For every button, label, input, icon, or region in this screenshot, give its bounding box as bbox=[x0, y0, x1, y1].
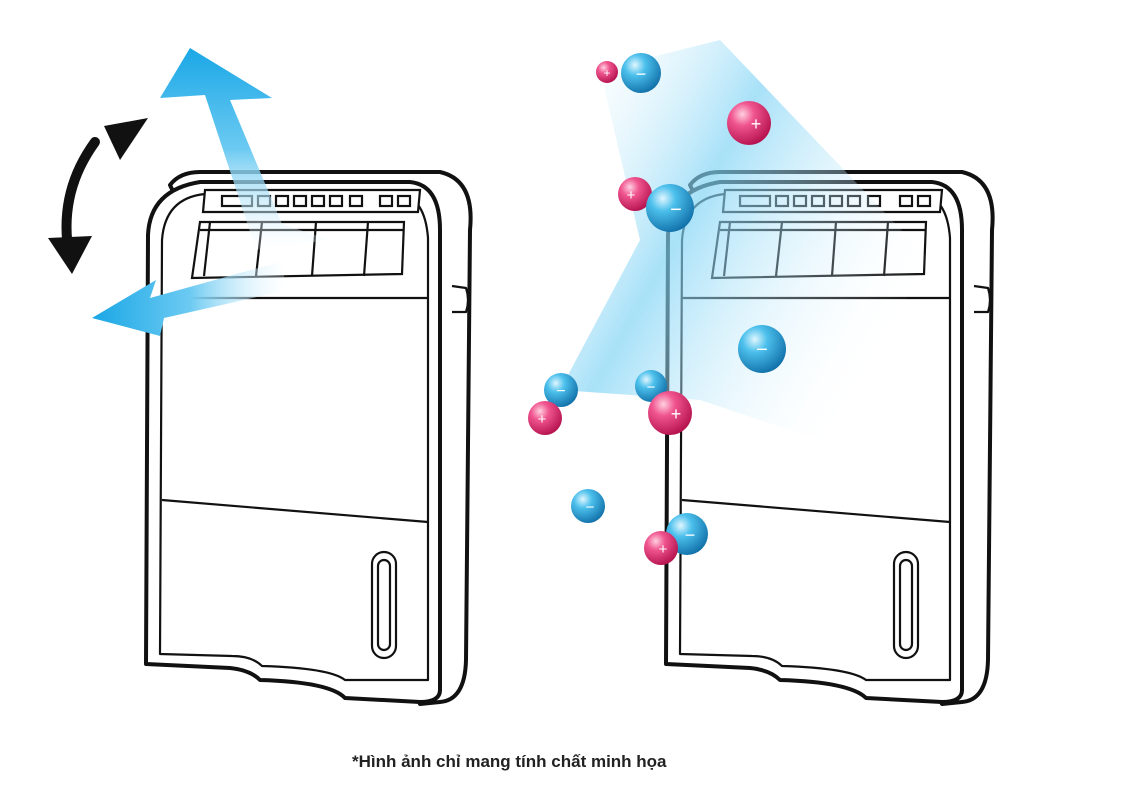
svg-text:+: + bbox=[671, 404, 682, 424]
positive-ion: + bbox=[596, 61, 618, 83]
svg-text:+: + bbox=[659, 541, 668, 558]
ion-airflow-beam bbox=[560, 40, 930, 440]
svg-text:+: + bbox=[603, 66, 610, 80]
negative-ion: − bbox=[571, 489, 605, 523]
negative-ion: − bbox=[544, 373, 578, 407]
illustration-disclaimer: *Hình ảnh chỉ mang tính chất minh họa bbox=[352, 752, 667, 771]
positive-ion: + bbox=[727, 101, 771, 145]
swing-arrow-icon bbox=[48, 118, 148, 274]
left-air-purifier bbox=[144, 170, 473, 706]
ions: − + + + − − − + − + − − + bbox=[528, 53, 786, 565]
positive-ion: + bbox=[618, 177, 652, 211]
airflow-up-arrow bbox=[160, 48, 330, 250]
positive-ion: + bbox=[648, 391, 692, 435]
negative-ion: − bbox=[646, 184, 694, 232]
positive-ion: + bbox=[528, 401, 562, 435]
airflow-side-arrow bbox=[92, 262, 288, 336]
svg-text:−: − bbox=[647, 379, 656, 396]
svg-text:−: − bbox=[636, 64, 647, 84]
negative-ion: − bbox=[621, 53, 661, 93]
svg-text:−: − bbox=[556, 383, 565, 400]
svg-text:−: − bbox=[586, 499, 595, 516]
svg-text:−: − bbox=[670, 199, 682, 221]
svg-text:+: + bbox=[751, 114, 762, 134]
svg-text:−: − bbox=[756, 339, 768, 361]
svg-text:+: + bbox=[627, 187, 636, 204]
svg-text:+: + bbox=[538, 411, 547, 428]
positive-ion: + bbox=[644, 531, 678, 565]
negative-ion: − bbox=[738, 325, 786, 373]
svg-text:−: − bbox=[685, 525, 696, 545]
